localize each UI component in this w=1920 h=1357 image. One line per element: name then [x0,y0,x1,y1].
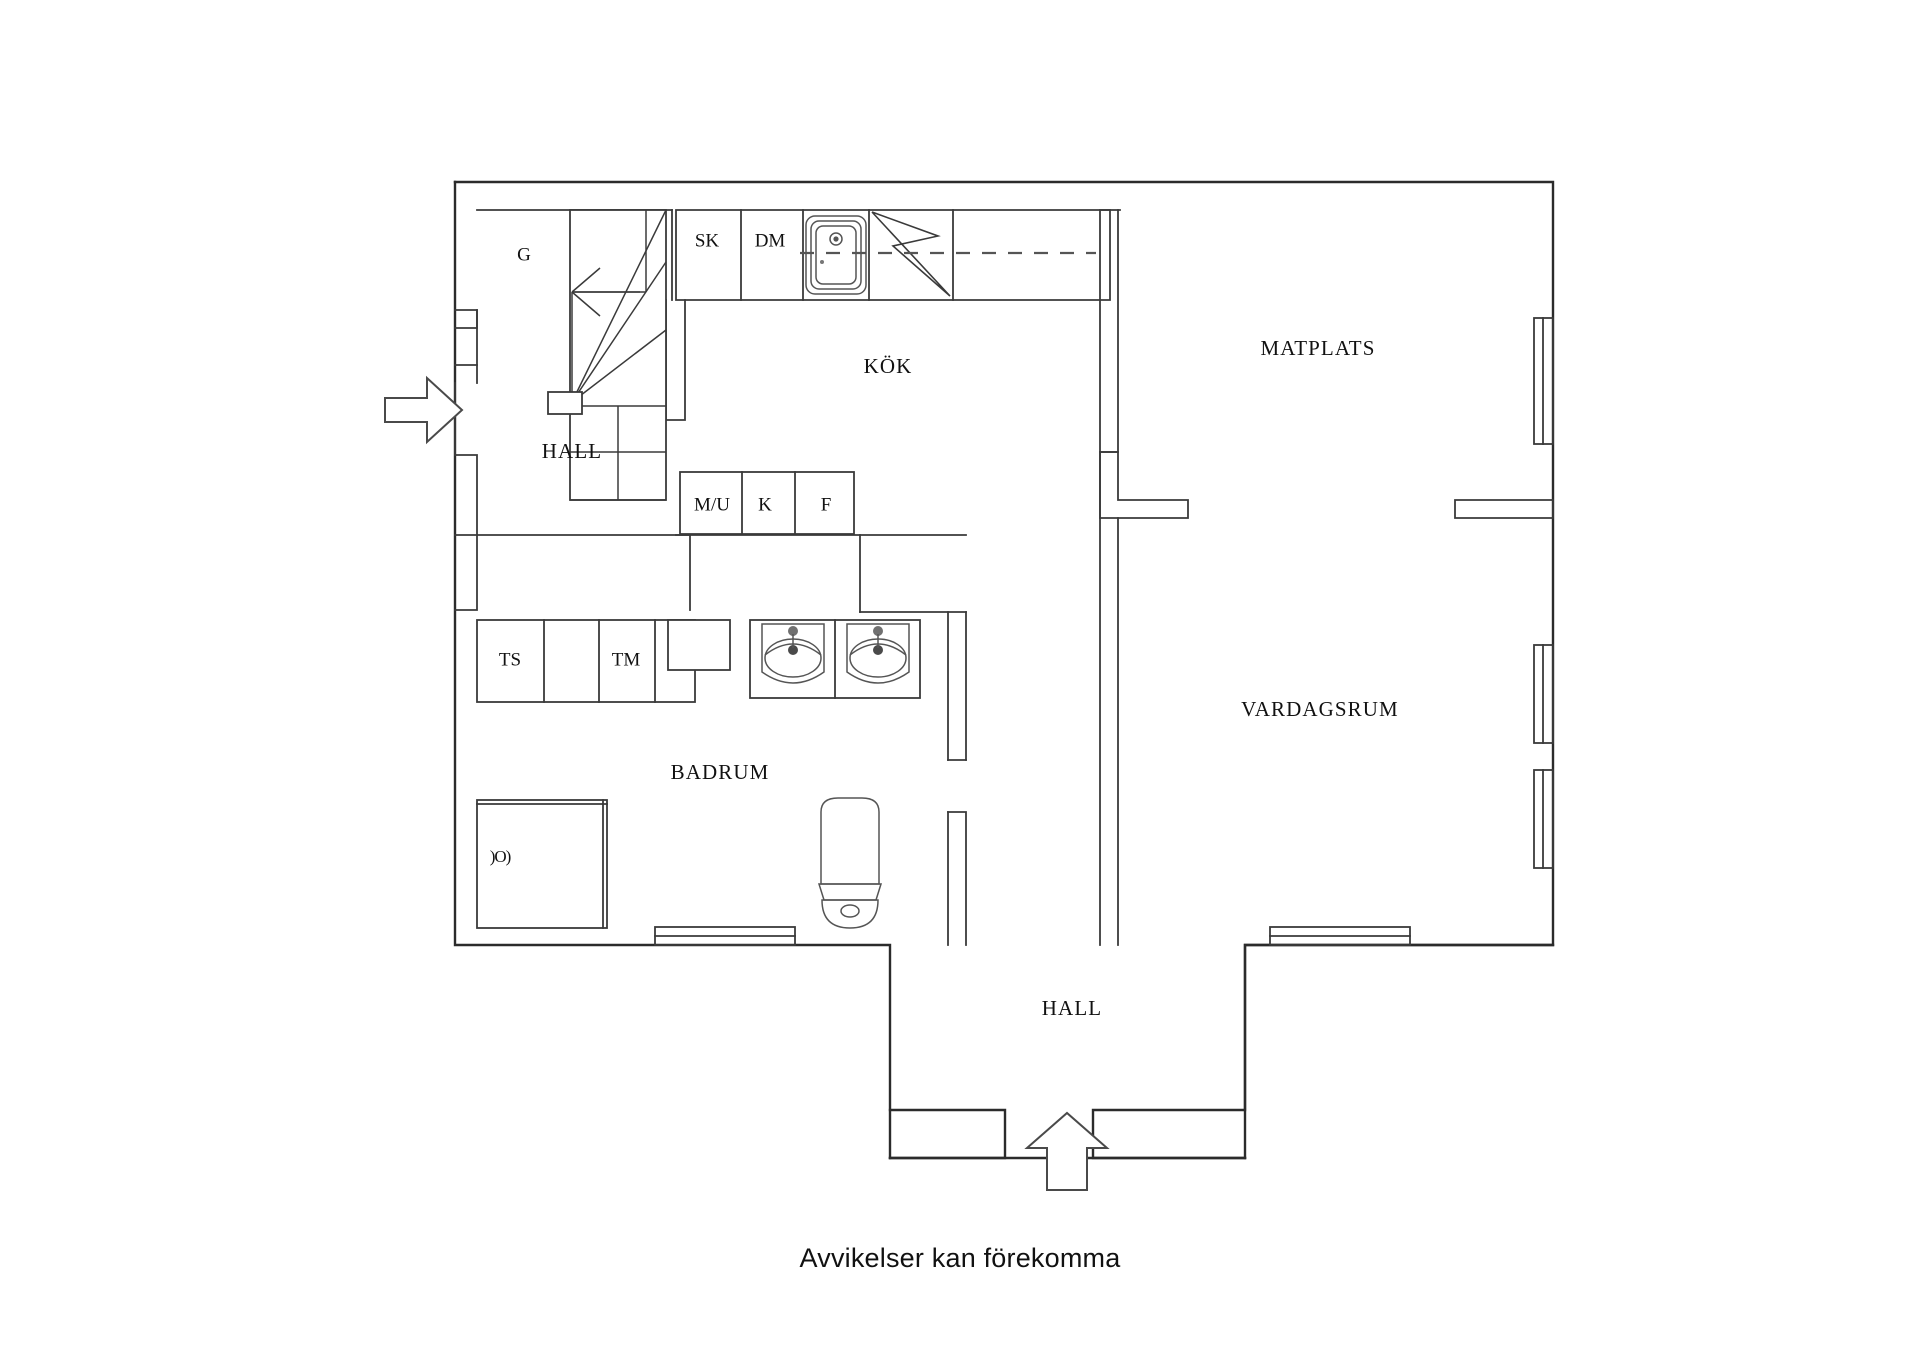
svg-text:)O): )O) [490,847,511,866]
unit-label-dishwasher-dm: DM [755,230,786,251]
shower-cubicle-icon: )O) [476,799,608,929]
bathroom-cabinet-run [476,619,921,703]
window-south-vardagsrum [1269,926,1411,946]
interior-walls-living [1099,451,1554,946]
entry-arrow-west-icon [384,375,464,445]
unit-label-fridge-k: K [758,494,772,515]
entry-arrow-south-icon [1024,1111,1110,1191]
room-label-kok: KÖK [864,354,913,378]
unit-label-wardrobe-g: G [517,244,531,265]
room-label-vardagsrum: VARDAGSRUM [1241,697,1399,721]
unit-label-freezer-f: F [821,494,832,515]
window-east-middle [1533,644,1554,744]
room-label-badrum: BADRUM [671,760,770,784]
appliance-run-muKF [679,471,855,535]
unit-label-drying-cabinet-ts: TS [499,649,521,670]
kitchen-sink-icon [805,215,867,295]
window-east-lower [1533,769,1554,869]
unit-label-cabinet-sk: SK [695,230,720,251]
room-label-matplats: MATPLATS [1261,336,1376,360]
unit-label-tumble-dryer-tm: TM [612,649,641,670]
room-label-hall-lower: HALL [1042,996,1102,1020]
west-wall-jambs [454,309,691,536]
toilet-icon [817,797,883,929]
window-east-upper [1533,317,1554,445]
plan-caption: Avvikelser kan förekomma [799,1243,1121,1273]
washbasin-icon-left [761,623,825,684]
washbasin-icon-right [846,623,910,684]
corner-cabinet-icon [871,211,951,297]
unit-label-microwave-oven-mu: M/U [694,494,730,515]
interior-walls-bath [454,534,967,946]
room-label-hall-upper: HALL [542,439,602,463]
staircase-icon [547,209,667,501]
window-south-badrum [654,926,796,946]
